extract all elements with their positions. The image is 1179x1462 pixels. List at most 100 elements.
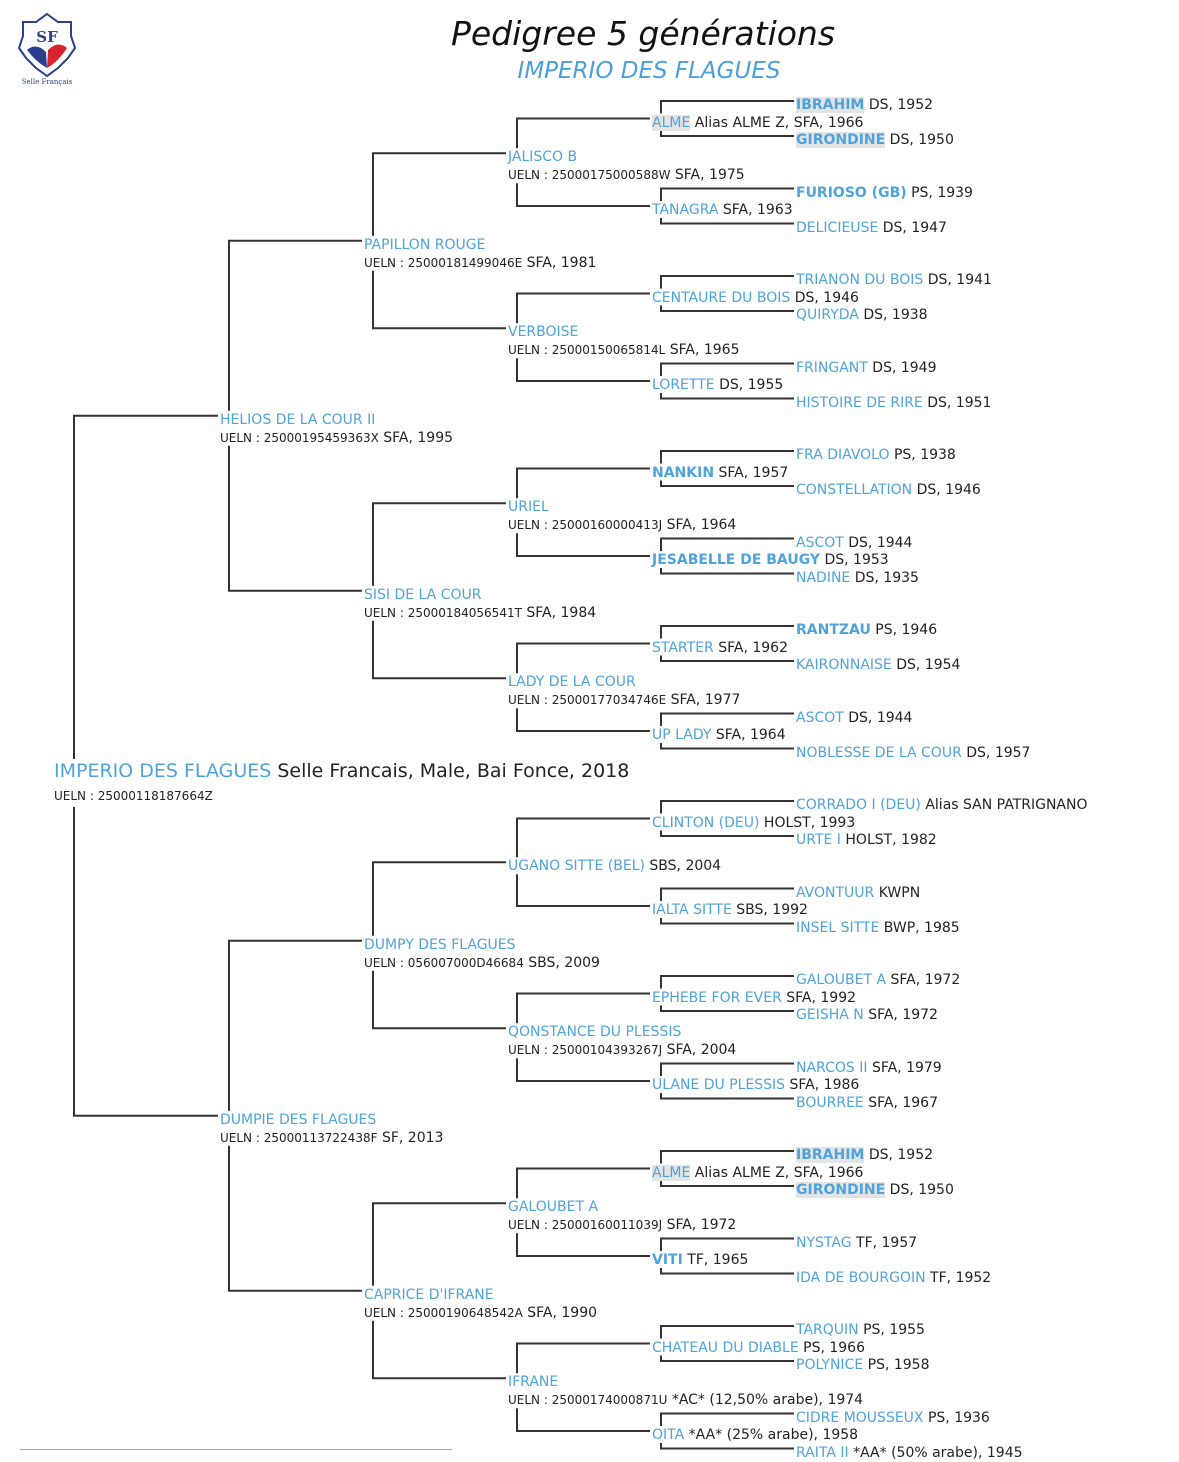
ancestor-info: DS, 1950 [889,1182,954,1198]
ancestor-name[interactable]: IDA DE BOURGOIN [796,1269,926,1286]
ancestor-info: HOLST, 1993 [763,814,856,831]
ancestor-name[interactable]: URTE I [796,832,841,848]
ancestor-name[interactable]: HELIOS DE LA COUR II [220,411,376,428]
ancestor-name[interactable]: RAITA II [796,1444,849,1461]
ancestor-name[interactable]: KAIRONNAISE [796,657,892,673]
ancestor-info: DS, 1938 [863,307,928,323]
ancestor-name[interactable]: URIEL [508,499,549,516]
ancestor-name[interactable]: IBRAHIM [796,1147,865,1163]
ancestor-name[interactable]: GALOUBET A [796,972,887,988]
ancestor-info: SFA, 1984 [526,604,597,621]
ancestor-info: SFA, 1972 [890,972,961,988]
ancestor-name[interactable]: DUMPY DES FLAGUES [364,936,516,953]
subject-info: Selle Francais, Male, Bai Fonce, 2018 [277,760,630,782]
ancestor-name[interactable]: CAPRICE D'IFRANE [364,1286,494,1303]
ancestor-info: PS, 1939 [911,184,973,201]
ancestor-name[interactable]: TRIANON DU BOIS [796,272,924,288]
ancestor-name[interactable]: FURIOSO (GB) [796,184,907,201]
ancestor-name[interactable]: UP LADY [652,727,712,743]
ancestor-name[interactable]: POLYNICE [796,1357,864,1373]
ancestor-ueln: UELN : 25000190648542A [364,1305,523,1320]
ancestor-info: DS, 1944 [848,709,913,726]
ancestor-name[interactable]: IBRAHIM [796,97,865,113]
ancestor-name[interactable]: EPHEBE FOR EVER [652,989,782,1006]
ancestor-info: SFA, 1995 [383,429,454,446]
ancestor-name[interactable]: IFRANE [508,1374,559,1391]
ancestor-name[interactable]: CHATEAU DU DIABLE [652,1339,799,1356]
ancestor-name[interactable]: VITI [652,1252,683,1268]
ancestor-name[interactable]: GIRONDINE [796,1182,886,1198]
page-subtitle: IMPERIO DES FLAGUES [517,58,781,84]
ancestor-info: SFA, 1979 [871,1059,942,1076]
ancestor-name[interactable]: JALISCO B [508,149,578,166]
ancestor-info: SBS, 2004 [649,858,722,875]
ancestor-name[interactable]: FRINGANT [796,359,868,376]
ancestor-info: HOLST, 1982 [845,832,937,848]
ancestor-gen5: URTE I HOLST, 1982 [796,831,937,849]
ancestor-name[interactable]: DELICIEUSE [796,219,879,236]
ancestor-name[interactable]: ULANE DU PLESSIS [652,1077,786,1093]
ancestor-name[interactable]: LADY DE LA COUR [508,674,636,691]
ancestor-name[interactable]: AVONTUUR [796,884,875,901]
ancestor-gen5: GEISHA N SFA, 1972 [796,1006,938,1024]
ancestor-name[interactable]: HISTOIRE DE RIRE [796,394,923,411]
ancestor-name[interactable]: QONSTANCE DU PLESSIS [508,1024,682,1041]
ancestor-name[interactable]: CENTAURE DU BOIS [652,289,791,306]
ancestor-gen5: KAIRONNAISE DS, 1954 [796,656,960,674]
ancestor-info: SFA, 1972 [868,1007,938,1023]
ancestor-name[interactable]: RANTZAU [796,622,871,638]
ancestor-gen4: TANAGRA SFA, 1963 [652,201,793,219]
ancestor-name[interactable]: CLINTON (DEU) [652,814,760,831]
ancestor-info: *AA* (50% arabe), 1945 [853,1444,1023,1461]
ancestor-gen4: ALME Alias ALME Z, SFA, 1966 [652,114,863,132]
ancestor-name[interactable]: PAPILLON ROUGE [364,236,486,253]
ancestor-name[interactable]: LORETTE [652,377,715,393]
ancestor-name[interactable]: ALME [652,114,691,131]
ancestor-name[interactable]: ASCOT [796,709,844,726]
ancestor-name[interactable]: NANKIN [652,464,715,481]
ancestor-name[interactable]: TARQUIN [796,1322,859,1338]
ancestor-name[interactable]: DUMPIE DES FLAGUES [220,1111,377,1128]
ancestor-info: DS, 1954 [896,657,961,673]
ancestor-name[interactable]: INSEL SITTE [796,919,880,936]
ancestor-info: DS, 1944 [848,534,913,551]
ancestor-name[interactable]: STARTER [652,639,714,656]
ancestor-name[interactable]: UGANO SITTE (BEL) [508,858,645,875]
subject-name[interactable]: IMPERIO DES FLAGUES [54,760,272,782]
ancestor-name[interactable]: BOURREE [796,1094,864,1111]
ancestor-name[interactable]: TANAGRA [652,202,719,218]
ancestor-name[interactable]: ASCOT [796,534,844,551]
ancestor-name[interactable]: NOBLESSE DE LA COUR [796,744,962,761]
ancestor-name[interactable]: FRA DIAVOLO [796,447,890,463]
ancestor-ueln: UELN : 25000184056541T [364,605,522,620]
ancestor-info: DS, 1955 [719,377,784,393]
ancestor-info: TF, 1965 [687,1252,749,1268]
ancestor-name[interactable]: GALOUBET A [508,1199,599,1216]
ancestor-info: SFA, 1962 [718,639,788,656]
ancestor-name[interactable]: IALTA SITTE [652,902,732,918]
ancestor-gen5: NADINE DS, 1935 [796,569,919,587]
ancestor-name[interactable]: JESABELLE DE BAUGY [652,552,821,568]
ancestor-name[interactable]: NYSTAG [796,1234,852,1251]
ancestor-name[interactable]: SISI DE LA COUR [364,586,482,603]
ancestor-name[interactable]: CONSTELLATION [796,482,913,498]
ancestor-name[interactable]: NADINE [796,569,851,586]
ancestor-gen4: VITI TF, 1965 [652,1251,748,1269]
ancestor-name[interactable]: CORRADO I (DEU) [796,797,921,813]
ancestor-name[interactable]: GIRONDINE [796,132,886,148]
ancestor-name[interactable]: ALME [652,1164,691,1181]
ancestor-gen5: IBRAHIM DS, 1952 [796,96,933,114]
ancestor-name[interactable]: CIDRE MOUSSEUX [796,1409,924,1426]
ancestor-gen3: UGANO SITTE (BEL) SBS, 2004 [508,857,721,875]
ancestor-name[interactable]: QUIRYDA [796,307,859,323]
ancestor-name[interactable]: VERBOISE [508,324,579,341]
ancestor-name[interactable]: GEISHA N [796,1007,864,1023]
ancestor-name[interactable]: OITA [652,1427,685,1443]
ancestor-ueln: UELN : 056007000D46684 [364,955,524,970]
ancestor-gen5: POLYNICE PS, 1958 [796,1356,930,1374]
ancestor-name[interactable]: NARCOS II [796,1059,868,1076]
